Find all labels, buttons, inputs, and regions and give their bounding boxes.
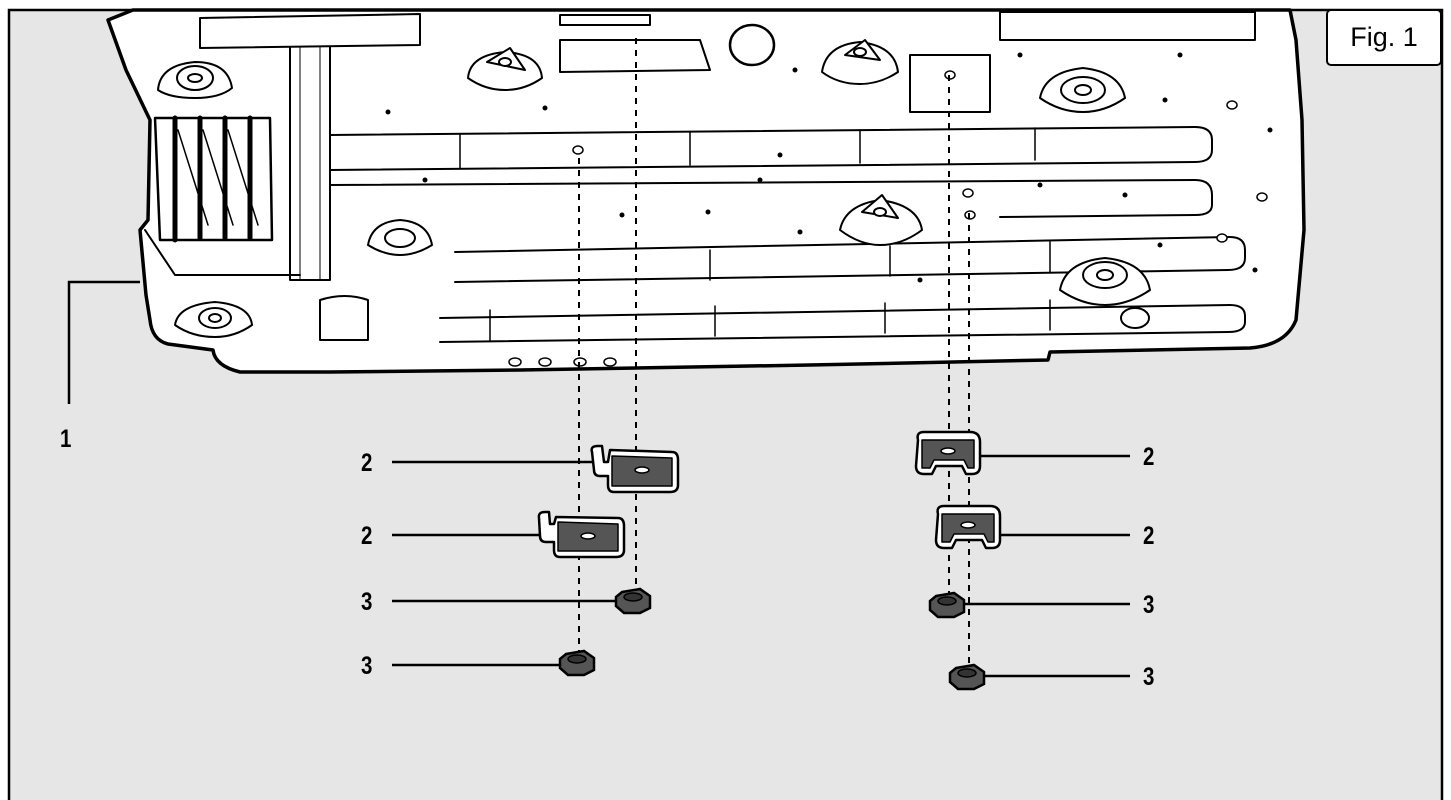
- clip-upper-left: [590, 444, 680, 494]
- base-housing: [106, 8, 1306, 374]
- callout-clip-lower-left: 2: [361, 522, 373, 550]
- nut-upper-left: [614, 587, 652, 615]
- callout-nut-upper-left: 3: [361, 588, 373, 616]
- nut-lower-left: [558, 649, 596, 677]
- clip-upper-right: [914, 430, 982, 476]
- leader-lines: [67, 280, 1130, 678]
- callout-housing: 1: [60, 425, 72, 453]
- figure-label: Fig. 1: [1326, 9, 1442, 66]
- nut-upper-right: [928, 591, 966, 619]
- callout-clip-lower-right: 2: [1143, 522, 1155, 550]
- clip-lower-left: [537, 510, 626, 559]
- callout-clip-upper-left: 2: [361, 449, 373, 477]
- callout-nut-upper-right: 3: [1143, 591, 1155, 619]
- callout-clip-upper-right: 2: [1143, 443, 1155, 471]
- clip-lower-right: [934, 504, 1002, 550]
- callout-nut-lower-left: 3: [361, 652, 373, 680]
- callout-nut-lower-right: 3: [1143, 663, 1155, 691]
- nut-lower-right: [948, 663, 986, 691]
